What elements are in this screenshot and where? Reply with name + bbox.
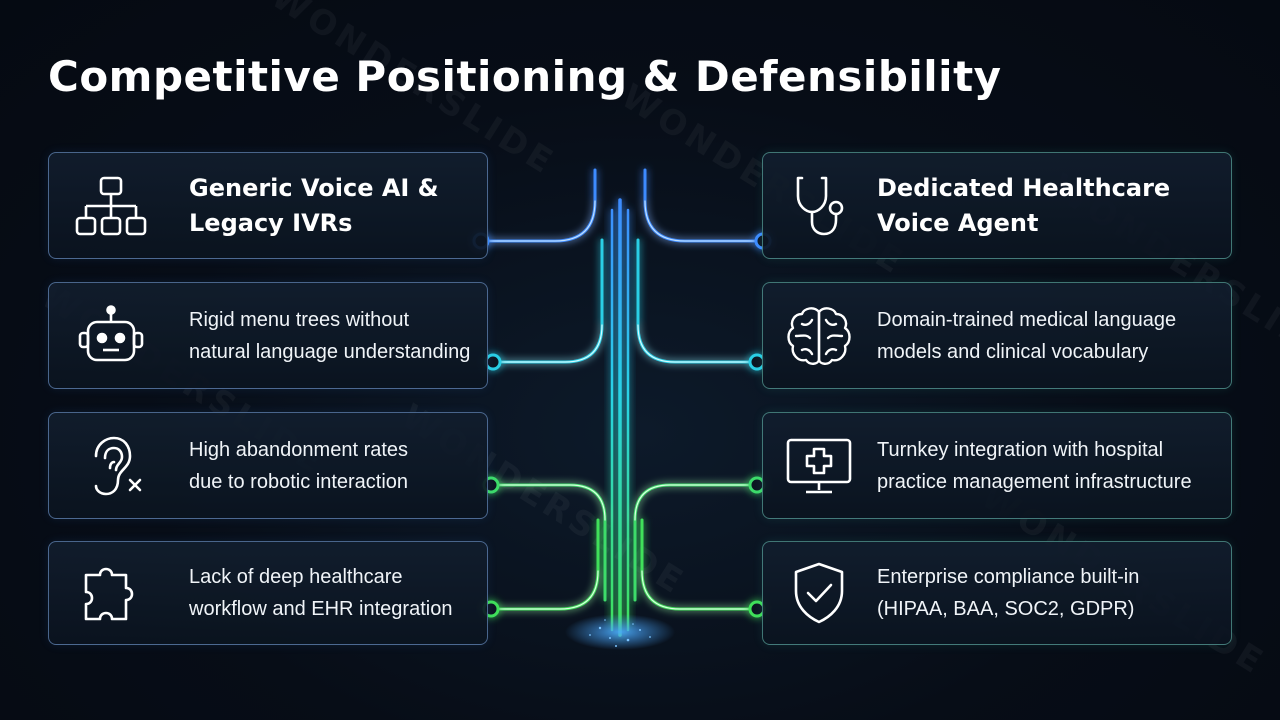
- left-header-card: Generic Voice AI & Legacy IVRs: [48, 152, 488, 259]
- puzzle-icon: [71, 561, 151, 625]
- left-item-card: High abandonment rates due to robotic in…: [48, 412, 488, 519]
- right-item-card: Domain-trained medical language models a…: [762, 282, 1232, 389]
- left-item-text: High abandonment rates due to robotic in…: [189, 438, 409, 493]
- right-branches: [633, 168, 765, 611]
- branch-right-item-1: [636, 238, 759, 364]
- branch-left-item-3: [489, 518, 600, 611]
- connector-nodes: [472, 232, 772, 618]
- stethoscope-icon: [779, 174, 859, 238]
- left-item-text: Lack of deep healthcare workflow and EHR…: [189, 566, 453, 620]
- robot-icon: [71, 304, 151, 368]
- left-header-title: Generic Voice AI & Legacy IVRs: [189, 173, 439, 237]
- sparkle-glow: [565, 614, 675, 650]
- brain-icon: [779, 304, 859, 368]
- branch-right-header: [643, 168, 765, 243]
- node-dot: [484, 353, 502, 371]
- right-item-card: Turnkey integration with hospital practi…: [762, 412, 1232, 519]
- right-item-text: Enterprise compliance built-in (HIPAA, B…: [877, 566, 1140, 620]
- right-header-card: Dedicated Healthcare Voice Agent: [762, 152, 1232, 259]
- page-title: Competitive Positioning & Defensibility: [48, 52, 1002, 101]
- ear-x-icon: [71, 434, 151, 498]
- left-item-text: Rigid menu trees without natural languag…: [189, 308, 471, 363]
- central-trunk: [610, 198, 630, 637]
- right-item-card: Enterprise compliance built-in (HIPAA, B…: [762, 541, 1232, 645]
- branch-right-item-3: [640, 518, 759, 611]
- branch-left-header: [479, 168, 597, 243]
- branch-left-item-2: [489, 483, 607, 602]
- right-item-text: Domain-trained medical language models a…: [877, 308, 1177, 363]
- branch-left-item-1: [491, 238, 604, 364]
- branch-right-item-2: [633, 483, 759, 602]
- shield-check-icon: [779, 561, 859, 625]
- left-item-card: Lack of deep healthcare workflow and EHR…: [48, 541, 488, 645]
- hierarchy-icon: [71, 174, 151, 238]
- right-item-text: Turnkey integration with hospital practi…: [877, 438, 1192, 493]
- left-item-card: Rigid menu trees without natural languag…: [48, 282, 488, 389]
- sparkle-particles: [589, 619, 651, 647]
- monitor-medical-cross-icon: [779, 434, 859, 498]
- right-header-title: Dedicated Healthcare Voice Agent: [877, 173, 1171, 237]
- left-branches: [479, 168, 607, 611]
